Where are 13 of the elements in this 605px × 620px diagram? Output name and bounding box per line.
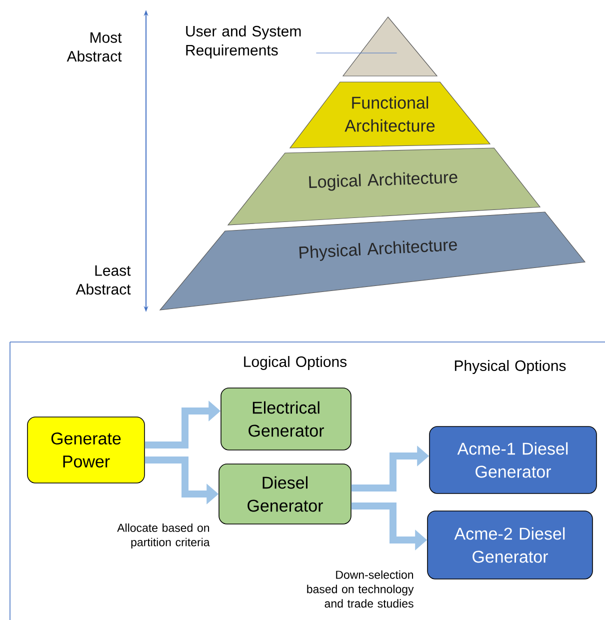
- column-heading: Logical Options: [244, 356, 347, 370]
- process-box: Generate Power: [27, 416, 145, 484]
- note-text: Down-selection based on technology and trade studies: [307, 570, 414, 608]
- axis-label: Most Abstract: [66, 32, 122, 62]
- note-text: Allocate based on partition criteria: [117, 523, 210, 549]
- process-box: Acme-1 Diesel Generator: [429, 426, 597, 494]
- axis-label: Least Abstract: [76, 265, 131, 295]
- column-heading: Physical Options: [454, 360, 566, 374]
- process-box: Acme-2 Diesel Generator: [427, 510, 593, 580]
- requirements-label: User and System Requirements: [186, 26, 301, 58]
- process-box: Diesel Generator: [218, 464, 352, 524]
- leader-line: [316, 52, 398, 54]
- process-box: Electrical Generator: [220, 388, 352, 450]
